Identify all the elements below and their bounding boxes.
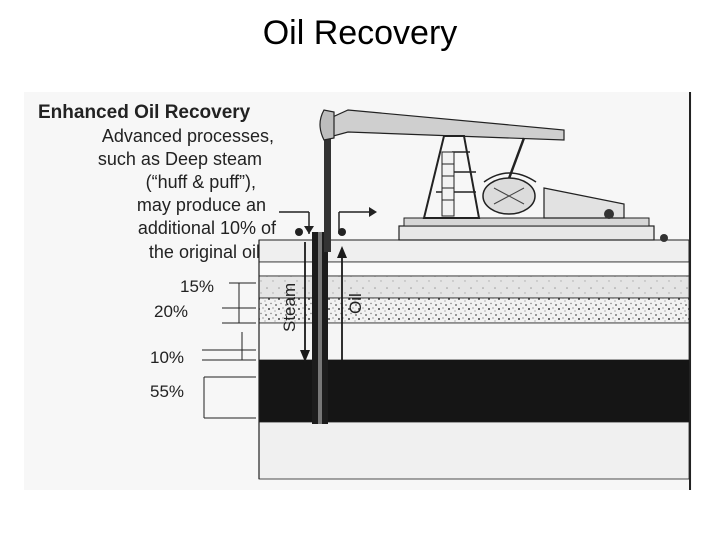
- caption-line: the original oil: [149, 242, 260, 262]
- strata-block: [258, 239, 690, 480]
- stratum-label-55: 55%: [150, 382, 184, 401]
- stratum-10: [258, 322, 690, 361]
- stratum-bottom: [258, 421, 690, 480]
- stratum-20: [258, 297, 690, 324]
- figure-heading: Enhanced Oil Recovery: [38, 102, 251, 123]
- stratum-label-15: 15%: [180, 277, 214, 296]
- pump-base-platform: [398, 225, 655, 241]
- caption-line: additional 10% of: [138, 218, 277, 238]
- wellhead-flowlines: [279, 207, 377, 236]
- pump-jack: [319, 109, 668, 242]
- steam-down-arrow: [300, 242, 310, 362]
- slide-title: Oil Recovery: [262, 14, 458, 52]
- pump-rod: [324, 112, 331, 252]
- oil-label: Oil: [346, 293, 365, 314]
- well-casing: [312, 112, 331, 424]
- enhanced-oil-recovery-diagram: Steam Oil: [24, 92, 692, 490]
- stratum-label-10: 10%: [150, 348, 184, 367]
- oil-up-arrow: [337, 246, 347, 360]
- diagram-canvas: Steam Oil: [24, 92, 692, 490]
- caption-line: (“huff & puff”),: [146, 172, 256, 192]
- caption-line: such as Deep steam: [98, 149, 262, 169]
- horse-head: [319, 109, 335, 141]
- caption-line: may produce an: [137, 195, 266, 215]
- caption-block: Enhanced Oil Recovery Advanced processes…: [38, 102, 277, 262]
- stratum-55: [259, 360, 689, 422]
- samson-post: [422, 135, 481, 219]
- steam-label: Steam: [280, 283, 299, 332]
- stratum-label-20: 20%: [154, 302, 188, 321]
- caption-line: Advanced processes,: [102, 126, 274, 146]
- measurement-brackets: [202, 282, 256, 419]
- prime-mover: [543, 187, 625, 219]
